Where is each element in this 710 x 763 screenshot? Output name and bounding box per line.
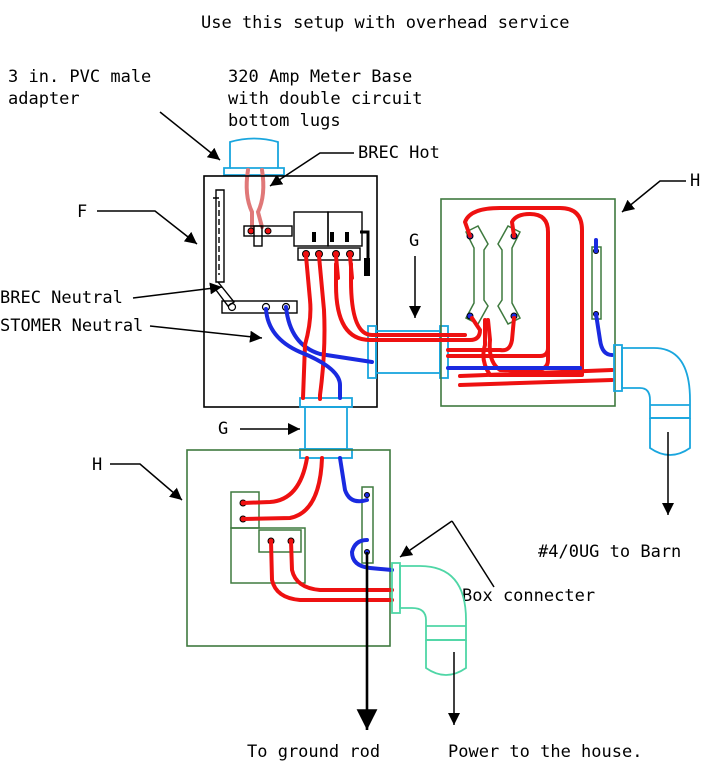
label-g-right: G [409,231,419,251]
label-to-ground-rod: To ground rod [247,742,380,762]
label-box-connecter: Box connecter [462,586,595,606]
label-meter-base-line1: 320 Amp Meter Base [228,67,412,87]
breaker-lower-left [230,491,260,529]
pointer-f [97,210,198,245]
conduit-g-lower [299,397,353,459]
barn-conduit-elbow [613,344,691,515]
pvc-adapter [223,137,285,176]
disconnect-box-right [440,198,616,407]
label-customer-neutral: STOMER Neutral [0,316,143,336]
label-h-right: H [690,171,700,191]
label-meter-base-line3: bottom lugs [228,111,341,131]
pointer-h-lower [110,463,183,501]
label-h-lower: H [92,455,102,475]
wires-meter-base [264,254,354,401]
breaker-lower-right [230,527,306,584]
pointer-customer-neutral [149,325,263,343]
service-drop-wires [244,168,266,229]
pointer-box-connecter [399,520,495,588]
label-brec-neutral: BREC Neutral [0,288,123,308]
wires-right-box [284,206,614,387]
pointer-pvc-adapter [159,111,221,161]
label-g-lower: G [218,419,228,439]
house-conduit-elbow [391,562,467,725]
label-f: F [77,202,87,222]
pointer-h-right [621,180,686,213]
breaker-right-left [464,225,489,325]
meter-neutral-bar [213,189,298,314]
meter-base-box [203,175,378,408]
label-ug-to-barn: #4/0UG to Barn [538,542,681,562]
disconnect-box-lower [186,449,391,647]
label-pvc-adapter-line2: adapter [8,89,80,109]
neutral-bar-right [591,246,602,320]
label-brec-hot: BREC Hot [358,143,440,163]
wires-lower-box [241,456,394,602]
breaker-right-right [497,225,522,325]
label-meter-base-line2: with double circuit [228,89,422,109]
pointer-brec-hot [269,152,354,187]
label-power-to-house: Power to the house. [448,742,642,762]
pointer-brec-neutral [132,282,223,299]
diagram-title: Use this setup with overhead service [201,13,569,33]
label-pvc-adapter-line1: 3 in. PVC male [8,67,151,87]
